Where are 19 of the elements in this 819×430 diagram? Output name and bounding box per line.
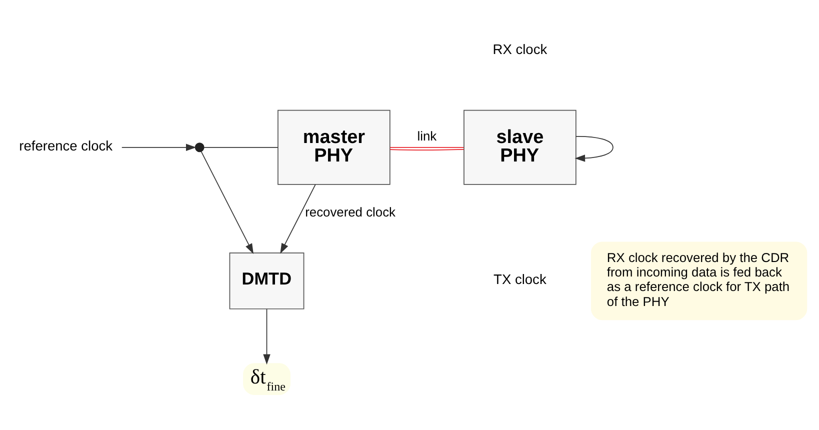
label: RX clock [492,42,548,58]
node-text: reference clock [19,138,113,154]
connector [390,149,464,151]
connector [204,146,278,148]
node-box: δt$_{fine}$ [243,363,290,395]
arrow [263,308,270,365]
arrow [574,136,614,162]
arrow [200,151,254,254]
connector [390,146,464,148]
node-box: master PHY [278,110,390,185]
edge-label: link [417,128,437,144]
edge-label: recovered clock [305,204,396,220]
label: TX clock [494,272,546,288]
node-box: DMTD [229,252,304,310]
node-box: RX clock recovered by the CDR from incoming data is fed back as a reference clock for TX path of the PHY [591,242,808,320]
arrow [280,184,316,254]
node-box: slave PHY [464,110,576,185]
arrow [121,144,196,152]
node-circle [194,142,204,152]
